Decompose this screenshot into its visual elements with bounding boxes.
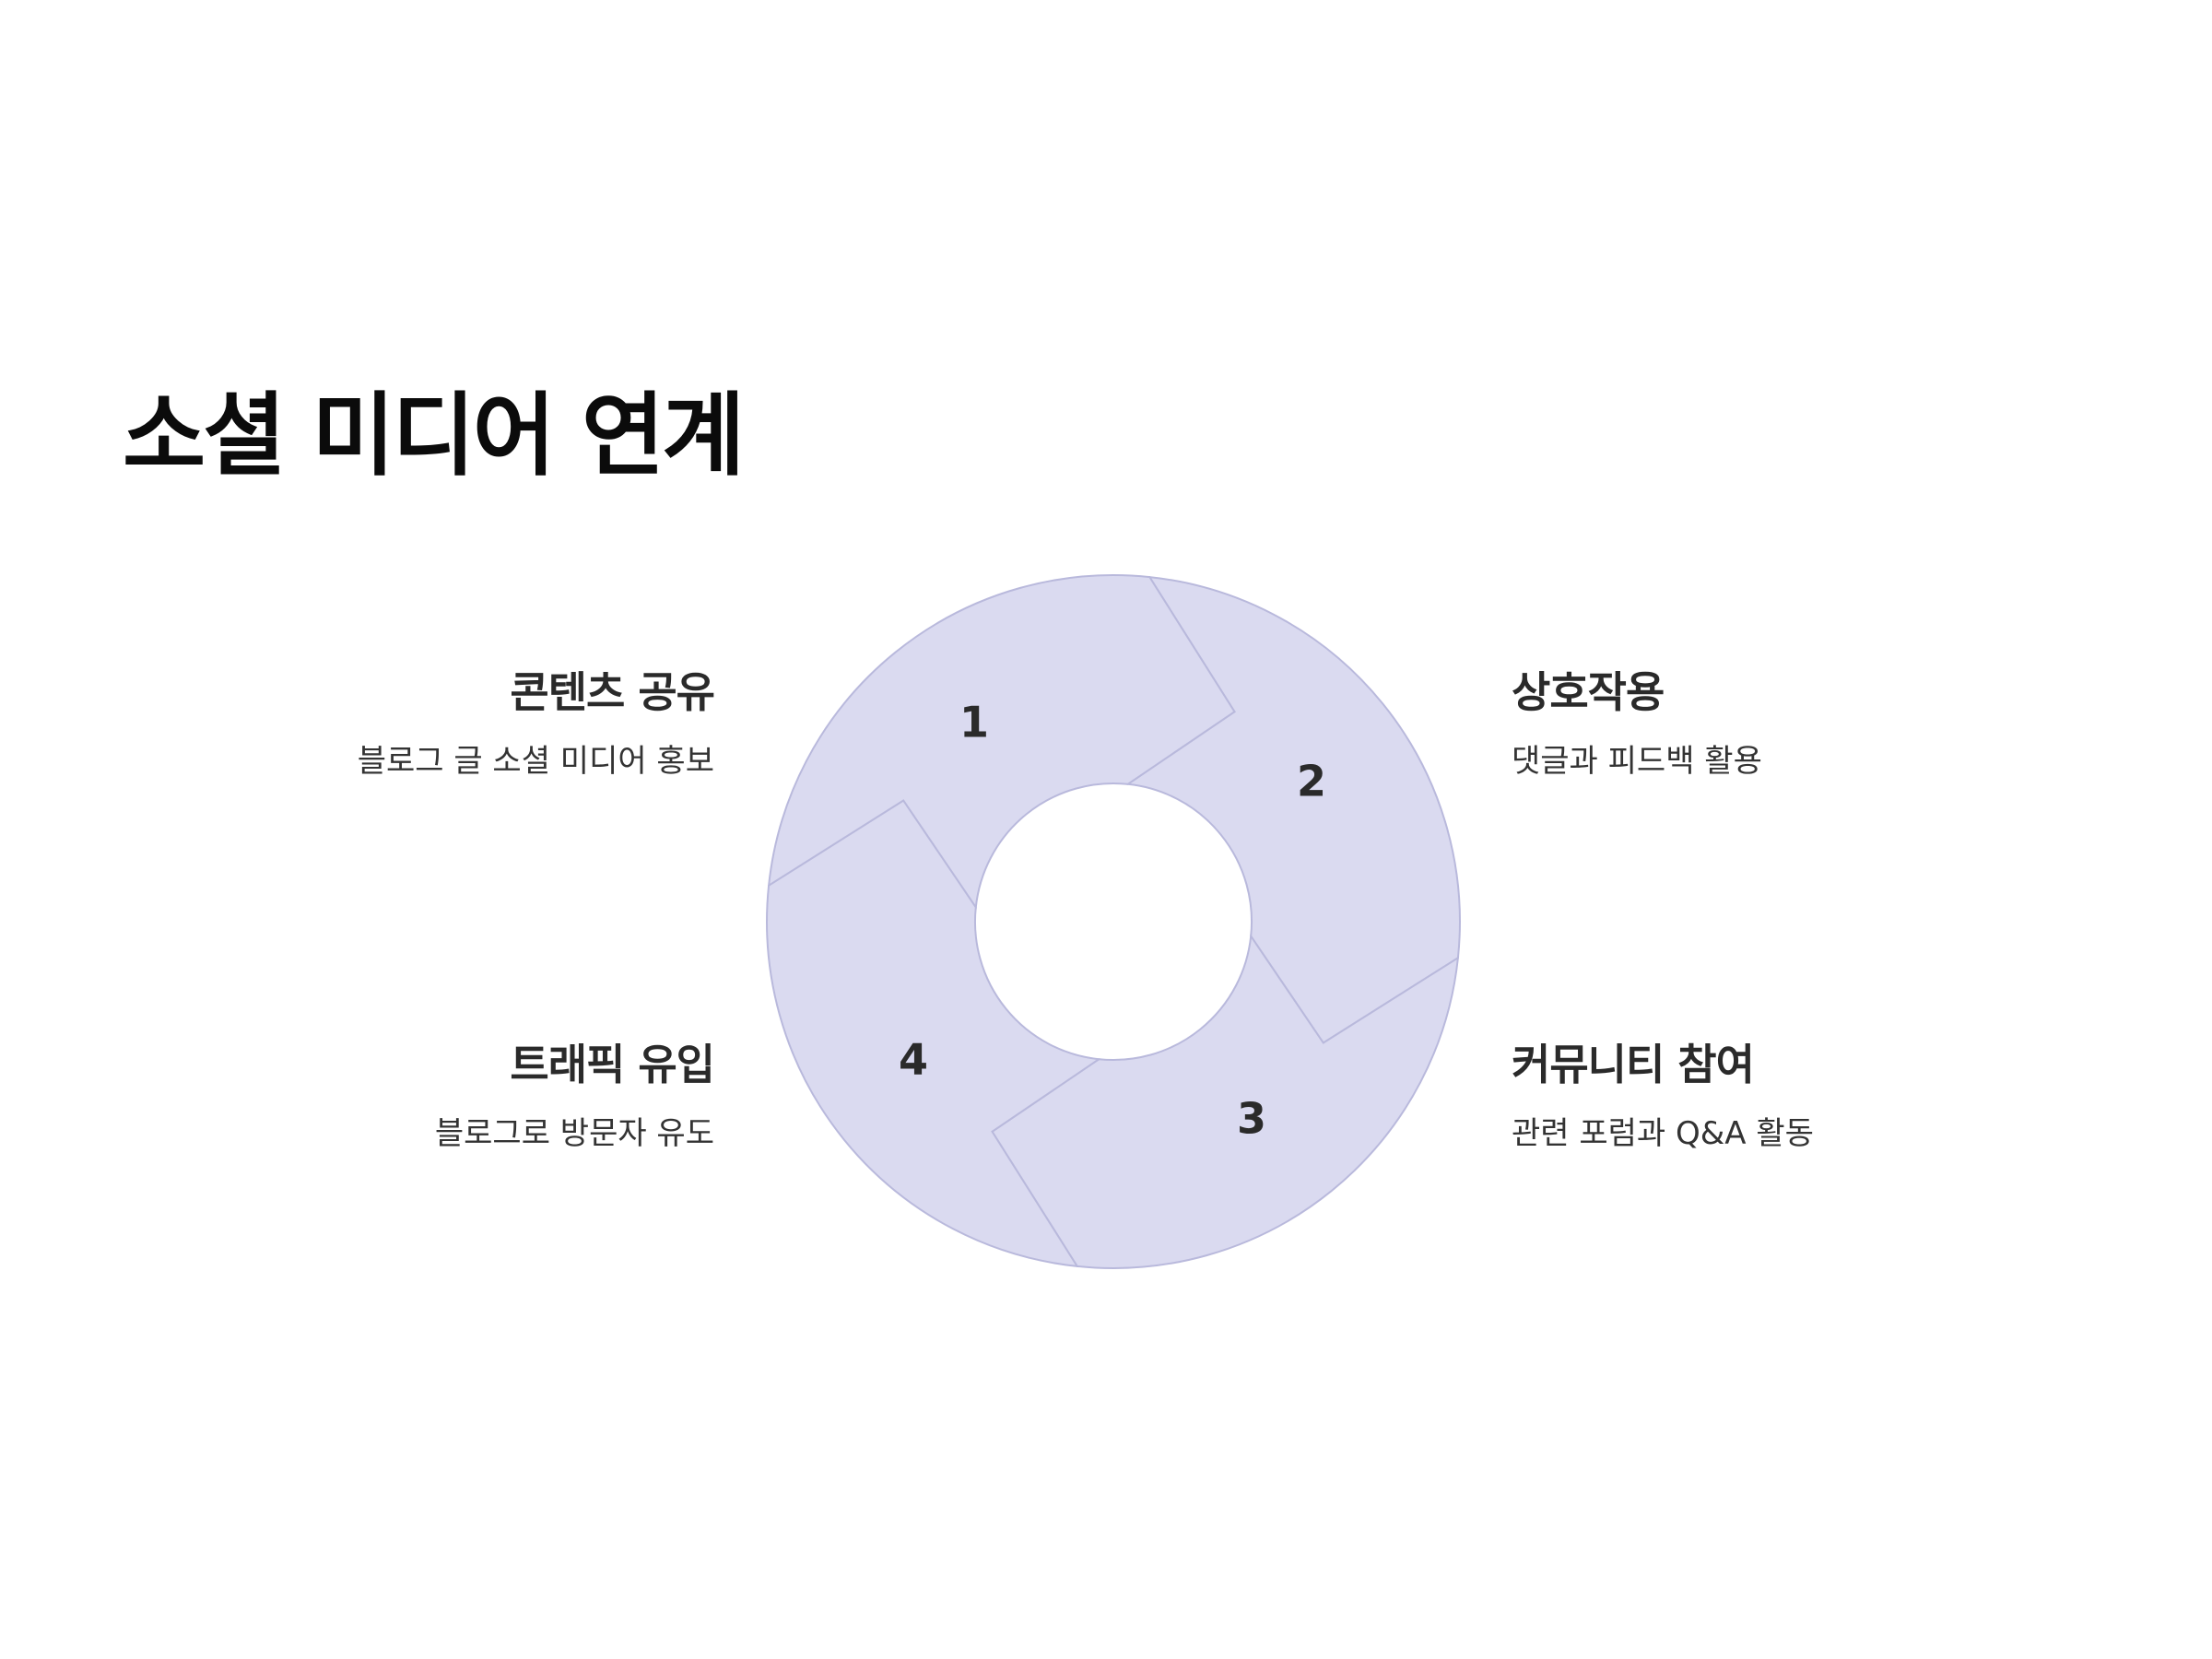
cycle-segment-2	[991, 933, 1460, 1269]
step-2-title: 상호작용	[1512, 667, 1665, 717]
step-4-title: 트래픽 유입	[510, 1040, 715, 1089]
step-4-description: 블로그로 방문자 유도	[434, 1115, 714, 1153]
step-number-2: 2	[1297, 757, 1326, 806]
step-number-3: 3	[1237, 1094, 1266, 1144]
step-3-label: 커뮤니티 참여 관련 포럼과 Q&A 활동	[1512, 1040, 2083, 1154]
step-2-description: 댓글과 피드백 활용	[1512, 743, 1762, 781]
cycle-segment-4	[767, 574, 1236, 911]
step-1-description: 블로그 글 소셜 미디어 홍보	[357, 743, 714, 781]
step-1-label: 콘텐츠 공유 블로그 글 소셜 미디어 홍보	[143, 667, 715, 782]
step-3-description: 관련 포럼과 Q&A 활동	[1512, 1115, 1814, 1153]
step-3-title: 커뮤니티 참여	[1512, 1040, 1755, 1089]
step-1-title: 콘텐츠 공유	[510, 667, 715, 717]
cycle-segment-1	[1124, 575, 1461, 1044]
step-4-label: 트래픽 유입 블로그로 방문자 유도	[143, 1040, 715, 1154]
page-title: 소셜 미디어 연계	[123, 383, 745, 488]
step-number-1: 1	[959, 698, 989, 747]
step-2-label: 상호작용 댓글과 피드백 활용	[1512, 667, 2083, 782]
cycle-segment-3	[766, 799, 1102, 1268]
step-number-4: 4	[899, 1035, 928, 1085]
